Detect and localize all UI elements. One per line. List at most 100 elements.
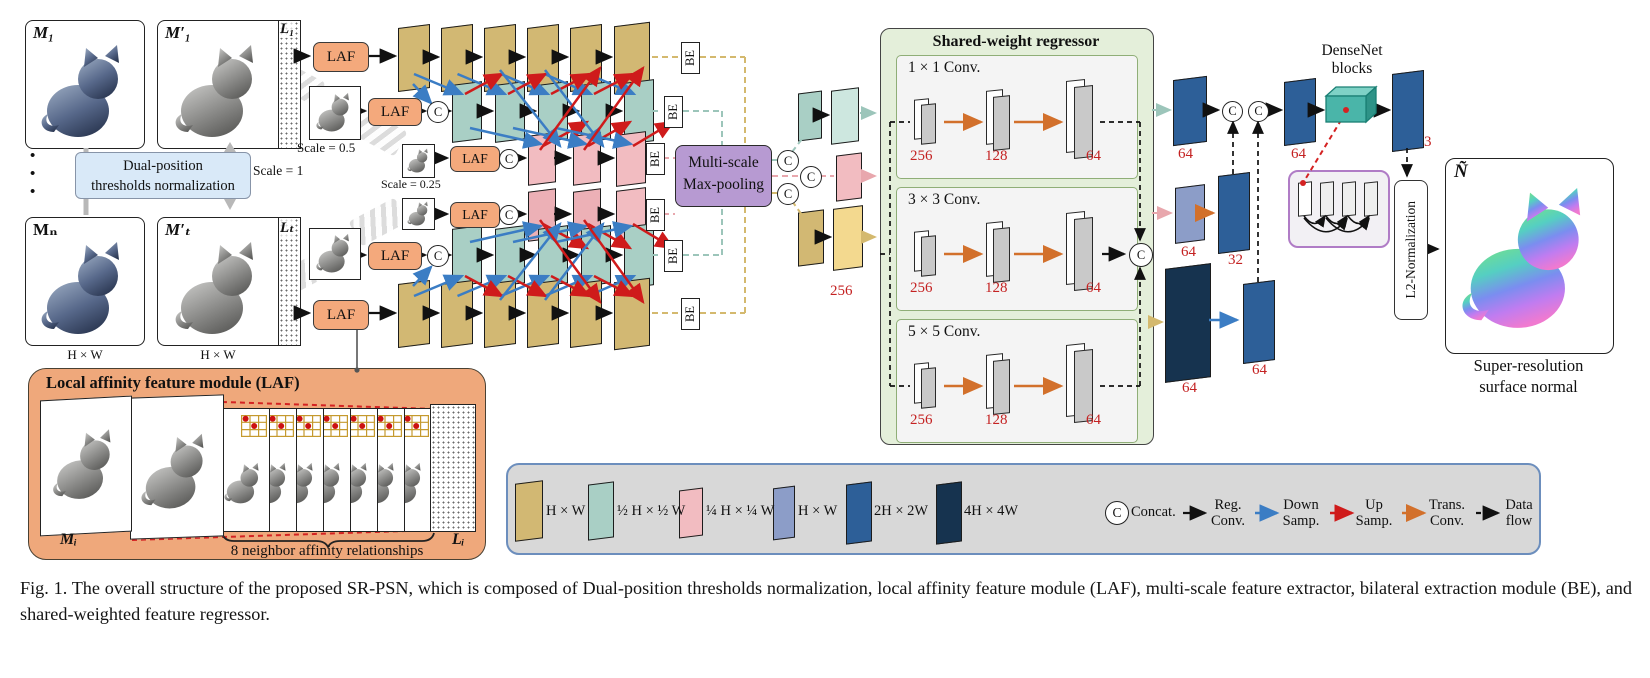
feature-map-quarter <box>573 132 601 186</box>
dim-label: 64 <box>1086 412 1101 428</box>
legend-size-label: H × W <box>546 503 586 519</box>
concat-node: C <box>777 150 799 172</box>
conv-branch-1x1-box <box>896 55 1138 179</box>
neighbor-affinity-plate <box>218 408 270 532</box>
conv-branch-3x3-box <box>896 187 1138 311</box>
feature-map-full <box>614 277 650 351</box>
lt-label: Lₜ <box>280 218 295 237</box>
densenet-slab <box>1320 181 1334 217</box>
laf-box-scale025-bottom: LAF <box>450 202 500 228</box>
densenet-label: DenseNet blocks <box>1321 42 1383 77</box>
downsampled-map <box>1243 280 1275 364</box>
legend-size-label: 4H × 4W <box>964 503 1019 519</box>
pooled-map-half <box>798 90 822 142</box>
channels-64: 64 <box>1252 362 1267 378</box>
concat-node: C <box>499 205 519 225</box>
merged-map <box>1284 78 1316 146</box>
pool-line2: Max-pooling <box>683 176 764 194</box>
m1-label: M₁ <box>33 23 55 42</box>
feature-map-full <box>484 280 516 348</box>
laf-input-plate <box>40 395 132 537</box>
regressor-title: Shared-weight regressor <box>932 33 1100 50</box>
input-map-m1-box: M₁ <box>25 20 145 149</box>
cat-render-m1-prime <box>170 43 270 143</box>
upsampled-map <box>1173 75 1207 147</box>
regressed-map-4hw <box>1165 263 1211 383</box>
channels-64: 64 <box>1291 146 1306 162</box>
cat-render <box>137 418 217 529</box>
normalized-map-m1-box: M′₁ <box>157 20 280 149</box>
feature-map-full <box>527 280 559 348</box>
conv-branch-5x5-title: 5 × 5 Conv. <box>908 323 981 340</box>
concat-node: C <box>499 149 519 169</box>
feature-map-quarter <box>528 132 556 186</box>
l1-strip: L₁ <box>278 20 301 149</box>
li-label: Lᵢ <box>452 531 465 548</box>
cat-render-mn <box>36 240 136 340</box>
cat-render-mt-prime <box>170 240 270 340</box>
cat-thumb <box>406 148 432 174</box>
laf-module-title: Local affinity feature module (LAF) <box>46 373 300 392</box>
feature-map-half <box>452 225 482 287</box>
concat-node: C <box>1222 101 1243 122</box>
pooled-map-quarter <box>836 152 862 202</box>
channels-64: 64 <box>1182 380 1197 396</box>
feature-map-half <box>495 225 525 287</box>
affinity-grid-icon <box>349 415 375 437</box>
affinity-grid-icon <box>322 415 348 437</box>
laf-front-plate <box>130 394 224 540</box>
affinity-grid-icon <box>241 415 267 437</box>
pooled-map-full <box>798 209 824 267</box>
ellipsis-dots: ••• <box>30 148 36 200</box>
neighbor-brace-label: 8 neighbor affinity relationships <box>230 543 424 559</box>
conv-layer-stack <box>921 367 936 409</box>
legend-block-half <box>588 481 614 541</box>
n-tilde-label: Ñ <box>1454 161 1468 182</box>
feature-map-half <box>581 225 611 287</box>
mn-label: Mₙ <box>33 220 58 239</box>
legend-size-label: H × W <box>798 503 838 519</box>
feature-map-half <box>452 81 482 143</box>
laf-box-scale05-bottom: LAF <box>368 242 422 270</box>
figure-caption: Fig. 1. The overall structure of the pro… <box>20 578 1632 625</box>
scaled-input-thumb-05-bottom <box>309 228 361 280</box>
multiscale-maxpooling-box: Multi-scale Max-pooling <box>675 145 772 207</box>
conv-layer-stack <box>993 359 1010 415</box>
scale-1-label: Scale = 1 <box>253 163 304 178</box>
dim-label: 256 <box>910 280 933 296</box>
laf-box-scale1-top: LAF <box>313 42 369 72</box>
cat-render-output-normal <box>1454 177 1606 345</box>
bilateral-extraction-box: BE <box>681 298 700 330</box>
mi-label: Mᵢ <box>60 531 77 548</box>
cat-thumb <box>406 201 432 227</box>
norm-line1: Dual-position <box>123 158 203 174</box>
scale-05-label: Scale = 0.5 <box>297 140 356 155</box>
affinity-grid-icon <box>376 415 402 437</box>
legend-regconv-label: Reg.Conv. <box>1210 497 1246 530</box>
legend-box <box>506 463 1541 555</box>
concat-node: C <box>777 183 799 205</box>
feature-map-quarter <box>616 131 646 187</box>
affinity-grid-icon <box>403 415 429 437</box>
dim-label: 64 <box>1086 280 1101 296</box>
legend-block-hw <box>515 480 543 542</box>
legend-size-label: ½ H × ½ W <box>617 503 686 519</box>
lt-strip: Lₜ <box>278 217 301 346</box>
conv-branch-1x1-title: 1 × 1 Conv. <box>908 59 981 76</box>
laf-box-scale025-top: LAF <box>450 146 500 172</box>
bilateral-extraction-box: BE <box>664 240 683 272</box>
pool-line1: Multi-scale <box>688 154 759 171</box>
pooled-channels-label: 256 <box>830 283 853 299</box>
input-map-mn-box: Mₙ <box>25 217 145 346</box>
dim-label: 128 <box>985 148 1008 164</box>
laf-box-scale1-bottom: LAF <box>313 300 369 330</box>
feature-map-half <box>495 81 525 143</box>
concat-node: C <box>1248 101 1269 122</box>
affinity-grid-icon <box>295 415 321 437</box>
normalized-map-mt-box: M′ₜ <box>157 217 280 346</box>
cat-render-m1 <box>36 43 136 143</box>
bilateral-extraction-box: BE <box>664 96 683 128</box>
